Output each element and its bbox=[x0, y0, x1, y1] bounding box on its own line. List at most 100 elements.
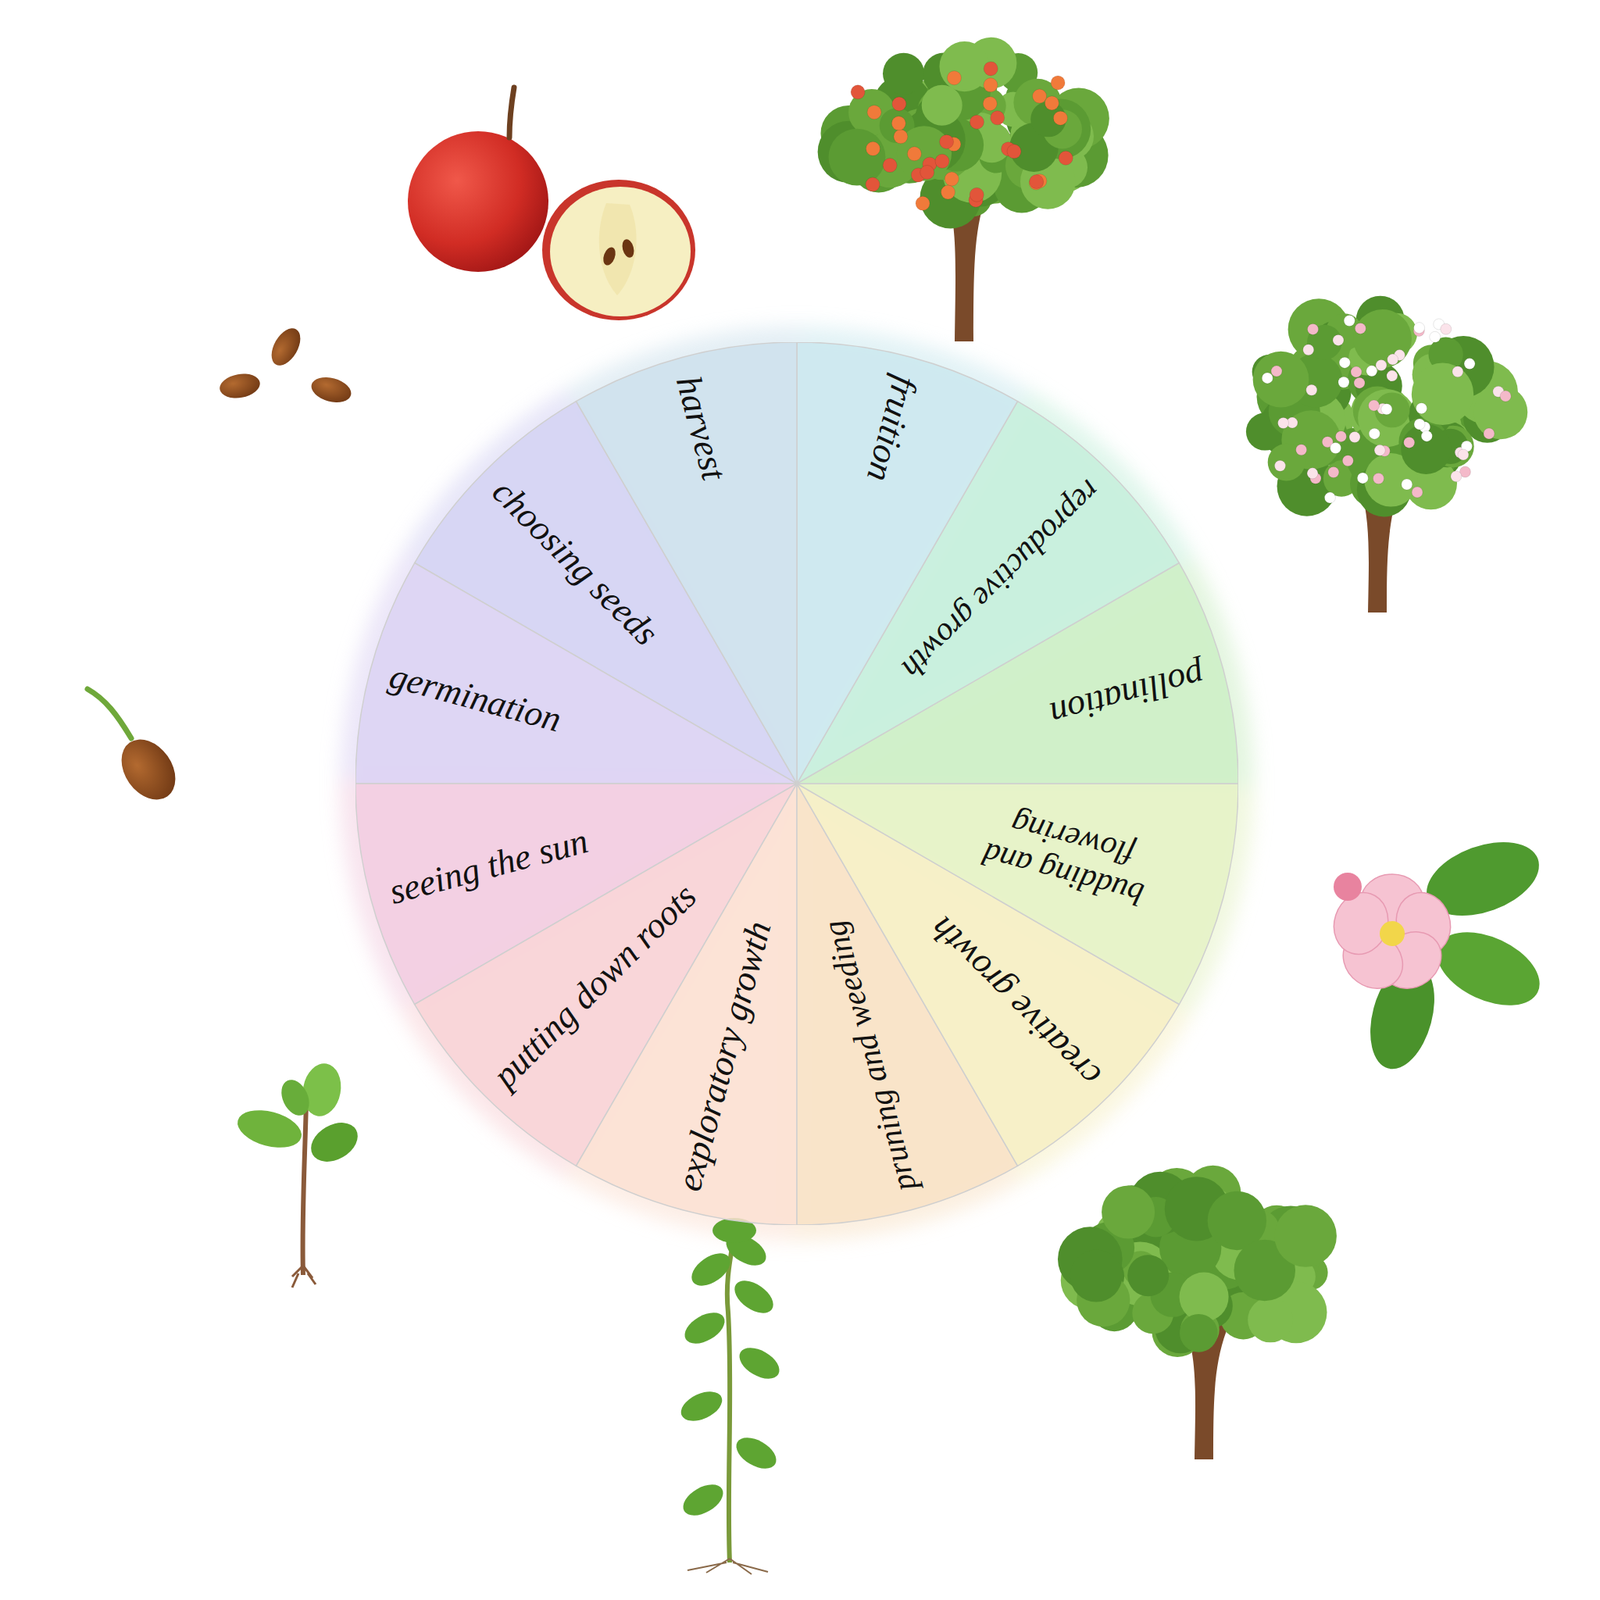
blossom bbox=[1452, 366, 1464, 378]
wedge-shape bbox=[355, 342, 1239, 1225]
blossom bbox=[1278, 417, 1290, 429]
blossom bbox=[1372, 473, 1384, 485]
stage-label: creative growth bbox=[921, 908, 1109, 1096]
wedge-shape bbox=[355, 342, 1239, 1225]
apple-stem bbox=[509, 87, 515, 138]
apple-fruit bbox=[969, 187, 984, 202]
tree-foliage bbox=[939, 41, 990, 92]
sapling-leaf bbox=[712, 1217, 757, 1243]
blossom bbox=[1271, 365, 1283, 377]
wedge-fill bbox=[796, 342, 1018, 784]
seedling-leaf bbox=[275, 1075, 315, 1120]
apple-fruit bbox=[1007, 144, 1022, 159]
apple-fruit bbox=[1050, 75, 1065, 90]
blossom bbox=[1457, 449, 1469, 461]
cycle-wedge: seeing the sun bbox=[355, 342, 1239, 1225]
blossom bbox=[1401, 478, 1413, 490]
blossom bbox=[1338, 376, 1350, 388]
tree-foliage bbox=[1353, 309, 1412, 368]
seedling-leaf bbox=[303, 1114, 365, 1170]
blossom bbox=[1381, 403, 1393, 415]
wedge-fill bbox=[576, 783, 798, 1225]
cycle-wedge: harvest bbox=[355, 342, 1239, 1225]
apple-fruit bbox=[893, 129, 908, 144]
wedge-fill bbox=[796, 563, 1239, 785]
blossom bbox=[1296, 444, 1308, 456]
stage-label: seeing the sun bbox=[385, 820, 593, 912]
tree-foliage bbox=[1179, 1272, 1229, 1322]
tree-foliage bbox=[1411, 363, 1474, 425]
apple-fruit bbox=[850, 85, 865, 100]
blossom bbox=[1275, 460, 1286, 472]
color-bleed bbox=[564, 783, 801, 1241]
blossom-center bbox=[1379, 921, 1405, 947]
blossom bbox=[1332, 334, 1344, 346]
color-bleed bbox=[564, 326, 801, 784]
sprouting-seed bbox=[110, 728, 186, 810]
apple-fruit bbox=[983, 61, 998, 76]
stage-label: fruition bbox=[858, 371, 925, 486]
wedge-shape bbox=[355, 342, 1239, 1225]
blossom bbox=[1375, 360, 1387, 372]
apple-fruit bbox=[939, 134, 954, 149]
apple-fruit bbox=[983, 78, 998, 93]
apple bbox=[407, 87, 696, 321]
blossom bbox=[1339, 357, 1350, 368]
wedge-shape bbox=[355, 342, 1239, 1225]
blossom bbox=[1357, 472, 1368, 484]
apple-fruit bbox=[867, 105, 882, 120]
tree-foliage bbox=[828, 128, 886, 186]
wedge-shape bbox=[355, 342, 1239, 1225]
apple-fruit bbox=[982, 96, 997, 111]
stage-label: pruning and weeding bbox=[815, 916, 924, 1196]
blossom bbox=[1306, 384, 1318, 396]
tree-foliage bbox=[1375, 392, 1411, 428]
stage-label: putting down roots bbox=[485, 875, 705, 1096]
apple-half-skin bbox=[542, 179, 696, 321]
blossom bbox=[1387, 353, 1399, 365]
blossom bbox=[1411, 486, 1423, 498]
blossom bbox=[1366, 365, 1378, 377]
blossom bbox=[1343, 314, 1355, 326]
tree-foliage bbox=[1253, 351, 1310, 408]
stage-label: choosing seeds bbox=[485, 471, 667, 653]
blossom bbox=[1421, 430, 1433, 442]
wedge-fill bbox=[414, 401, 797, 784]
stage-label: pollination bbox=[1046, 654, 1209, 735]
sapling bbox=[676, 1217, 785, 1575]
tree-foliage bbox=[1101, 1185, 1155, 1239]
wedge-shape bbox=[355, 342, 1239, 1225]
apple-fruit bbox=[1032, 89, 1047, 104]
tree-foliage bbox=[1473, 385, 1528, 440]
cycle-wedge: exploratory growth bbox=[355, 342, 1239, 1225]
sapling-leaf bbox=[685, 1246, 736, 1293]
tree-foliage bbox=[1127, 1254, 1169, 1297]
blossom bbox=[1500, 390, 1511, 402]
tree-foliage bbox=[921, 85, 963, 126]
blossom bbox=[1349, 431, 1361, 443]
wedge-fill bbox=[355, 783, 797, 1005]
apple-fruit bbox=[1044, 96, 1059, 111]
blossom bbox=[1353, 377, 1365, 389]
sapling-leaf bbox=[676, 1385, 727, 1428]
apple-fruit bbox=[946, 71, 961, 86]
blossom bbox=[1368, 428, 1380, 440]
blossom bbox=[1303, 344, 1315, 356]
wedge-fill bbox=[796, 401, 1179, 784]
cycle-wedge: budding and flowering bbox=[355, 342, 1239, 1225]
blossom bbox=[1429, 331, 1441, 343]
sapling-leaf bbox=[728, 1274, 779, 1320]
blossom bbox=[1374, 444, 1386, 456]
seedling-stem bbox=[302, 1101, 307, 1275]
tree-foliage bbox=[1274, 1204, 1337, 1268]
sapling-leaf bbox=[679, 1306, 730, 1350]
stage-label: reproductive growth bbox=[894, 472, 1108, 686]
blossom bbox=[1324, 492, 1336, 504]
cycle-wedge: pruning and weeding bbox=[355, 342, 1239, 1225]
blossom bbox=[1261, 372, 1273, 384]
cycle-wedge: pollination bbox=[355, 342, 1239, 1225]
cycle-wedge: reproductive growth bbox=[355, 342, 1239, 1225]
blossom bbox=[1368, 400, 1380, 411]
sprout-shoot bbox=[87, 689, 132, 739]
